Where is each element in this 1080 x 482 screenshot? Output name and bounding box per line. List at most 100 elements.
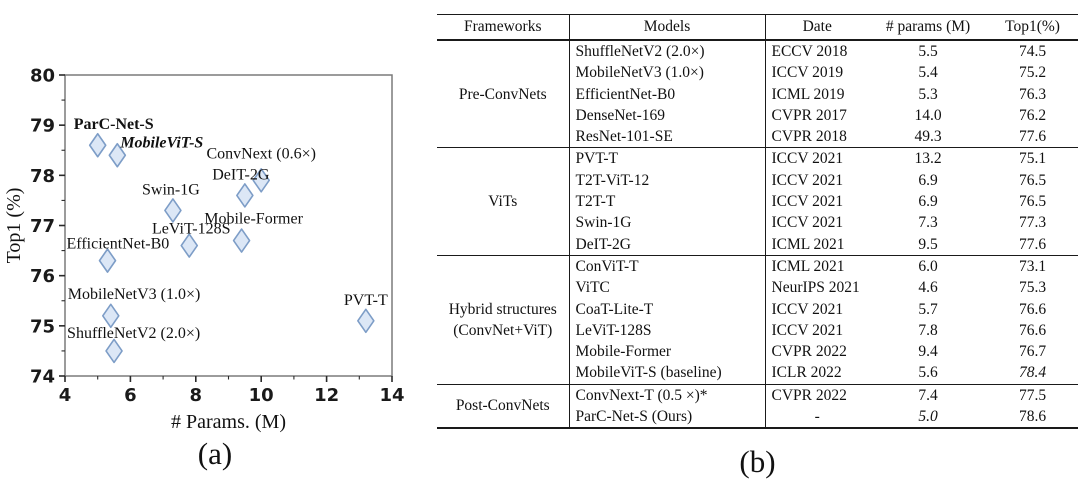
- column-header: Top1(%): [1005, 18, 1060, 35]
- table-cell: 73.1: [987, 254, 1078, 278]
- table-cell: 77.6: [1018, 235, 1047, 253]
- scatter-point: ParC-Net-S: [74, 116, 154, 158]
- table-cell: 6.9: [918, 193, 938, 211]
- y-axis-label: Top1 (%): [3, 188, 25, 264]
- table-cell: CVPR 2018: [771, 128, 847, 146]
- column-header: Date: [802, 18, 832, 35]
- table-cell: 76.6: [1018, 321, 1047, 339]
- y-tick-label: 75: [30, 316, 55, 337]
- x-tick-label: 6: [124, 385, 137, 406]
- table-cell: ViTC: [569, 277, 766, 299]
- table-cell: 4.6: [918, 279, 938, 297]
- table-cell: ICCV 2021: [771, 300, 844, 318]
- y-tick-label: 77: [30, 216, 55, 237]
- point-label: ConvNext (0.6×): [206, 145, 315, 162]
- table-cell: CVPR 2022: [771, 343, 847, 361]
- table-cell: 76.3: [1018, 85, 1047, 103]
- table-cell: 78.4: [1018, 364, 1047, 382]
- point-label: Mobile-Former: [204, 211, 303, 228]
- table-cell: DenseNet-169: [569, 104, 766, 127]
- figure-b-caption: (b): [739, 444, 776, 479]
- x-tick-label: 14: [379, 385, 404, 406]
- point-label: Swin-1G: [142, 181, 200, 198]
- table-cell: ECCV 2018: [765, 39, 869, 63]
- y-tick-label: 79: [30, 116, 55, 137]
- table-cell: 5.6: [918, 364, 938, 382]
- table-cell: 75.2: [1018, 64, 1047, 82]
- table-cell: ConViT-T: [569, 254, 766, 278]
- table-cell: ICML 2019: [771, 85, 845, 103]
- framework-cell: Post-ConvNets: [437, 383, 570, 429]
- table-cell: -: [814, 408, 820, 426]
- table-cell: 9.4: [918, 343, 938, 361]
- table-row: MobileViT-S (baseline) ICLR 2022 5.6 78.4: [437, 362, 1078, 385]
- diamond-marker: [164, 198, 182, 223]
- table-cell: ICCV 2021: [771, 214, 844, 232]
- table-cell: ICML 2021: [771, 235, 845, 253]
- framework-cell: ViTs: [437, 147, 570, 256]
- scatter-point: DeIT-2G: [212, 166, 270, 208]
- table-cell: T2T-T: [569, 191, 766, 213]
- table-cell: ShuffleNetV2 (2.0×): [569, 39, 766, 63]
- figure-a-caption: (a): [197, 436, 233, 471]
- point-label: DeIT-2G: [212, 166, 270, 183]
- table-cell: ParC-Net-S (Ours): [569, 406, 766, 429]
- x-tick-label: 12: [314, 385, 339, 406]
- y-tick-label: 74: [30, 367, 55, 388]
- table-cell: 76.7: [1018, 343, 1047, 361]
- table-cell: 13.2: [869, 147, 987, 170]
- table-cell: LeViT-128S: [569, 319, 766, 342]
- x-tick-label: 10: [249, 385, 274, 406]
- table-cell: ICCV 2021: [771, 193, 844, 211]
- table-cell: ICLR 2022: [771, 364, 842, 382]
- table-cell: 6.9: [918, 171, 938, 189]
- table-cell: 7.3: [918, 214, 938, 232]
- diamond-marker: [88, 132, 107, 158]
- table-cell: 9.5: [918, 235, 938, 253]
- table-cell: MobileViT-S (baseline): [569, 362, 766, 385]
- point-label: ParC-Net-S: [74, 116, 154, 133]
- table-cell: CVPR 2017: [771, 106, 847, 124]
- table-row: Swin-1G ICCV 2021 7.3 77.3: [437, 212, 1078, 234]
- table-cell: Mobile-Former: [569, 341, 766, 363]
- table-cell: CVPR 2022: [765, 383, 869, 407]
- diamond-marker: [180, 233, 199, 258]
- table-cell: ICCV 2021: [771, 171, 844, 189]
- table-cell: EfficientNet-B0: [569, 83, 766, 105]
- table-cell: Swin-1G: [569, 212, 766, 234]
- diamond-marker: [236, 183, 254, 208]
- table-cell: 74.5: [987, 39, 1078, 63]
- table-cell: 5.7: [918, 300, 938, 318]
- table-row: Mobile-Former CVPR 2022 9.4 76.7: [437, 341, 1078, 363]
- y-tick-label: 78: [30, 166, 55, 187]
- table-cell: 5.5: [869, 39, 987, 63]
- table-cell: ICCV 2021: [765, 147, 869, 170]
- scatter-point: ShuffleNetV2 (2.0×): [67, 325, 200, 364]
- point-label: EfficientNet-B0: [67, 236, 170, 253]
- table-row: DeIT-2G ICML 2021 9.5 77.6: [437, 233, 1078, 256]
- y-tick-label: 76: [30, 266, 55, 287]
- table-cell: 76.5: [1018, 171, 1047, 189]
- table-cell: 49.3: [914, 128, 942, 146]
- diamond-marker: [105, 338, 123, 364]
- table-cell: DeIT-2G: [569, 233, 766, 256]
- table-cell: 76.6: [1018, 300, 1047, 318]
- point-label: PVT-T: [344, 292, 388, 309]
- table-cell: 77.3: [1018, 214, 1047, 232]
- table-cell: ICCV 2019: [771, 64, 844, 82]
- table-cell: ICCV 2021: [771, 321, 844, 339]
- table-cell: MobileNetV3 (1.0×): [569, 62, 766, 84]
- column-header: Models: [569, 14, 766, 40]
- table-cell: 7.4: [869, 383, 987, 407]
